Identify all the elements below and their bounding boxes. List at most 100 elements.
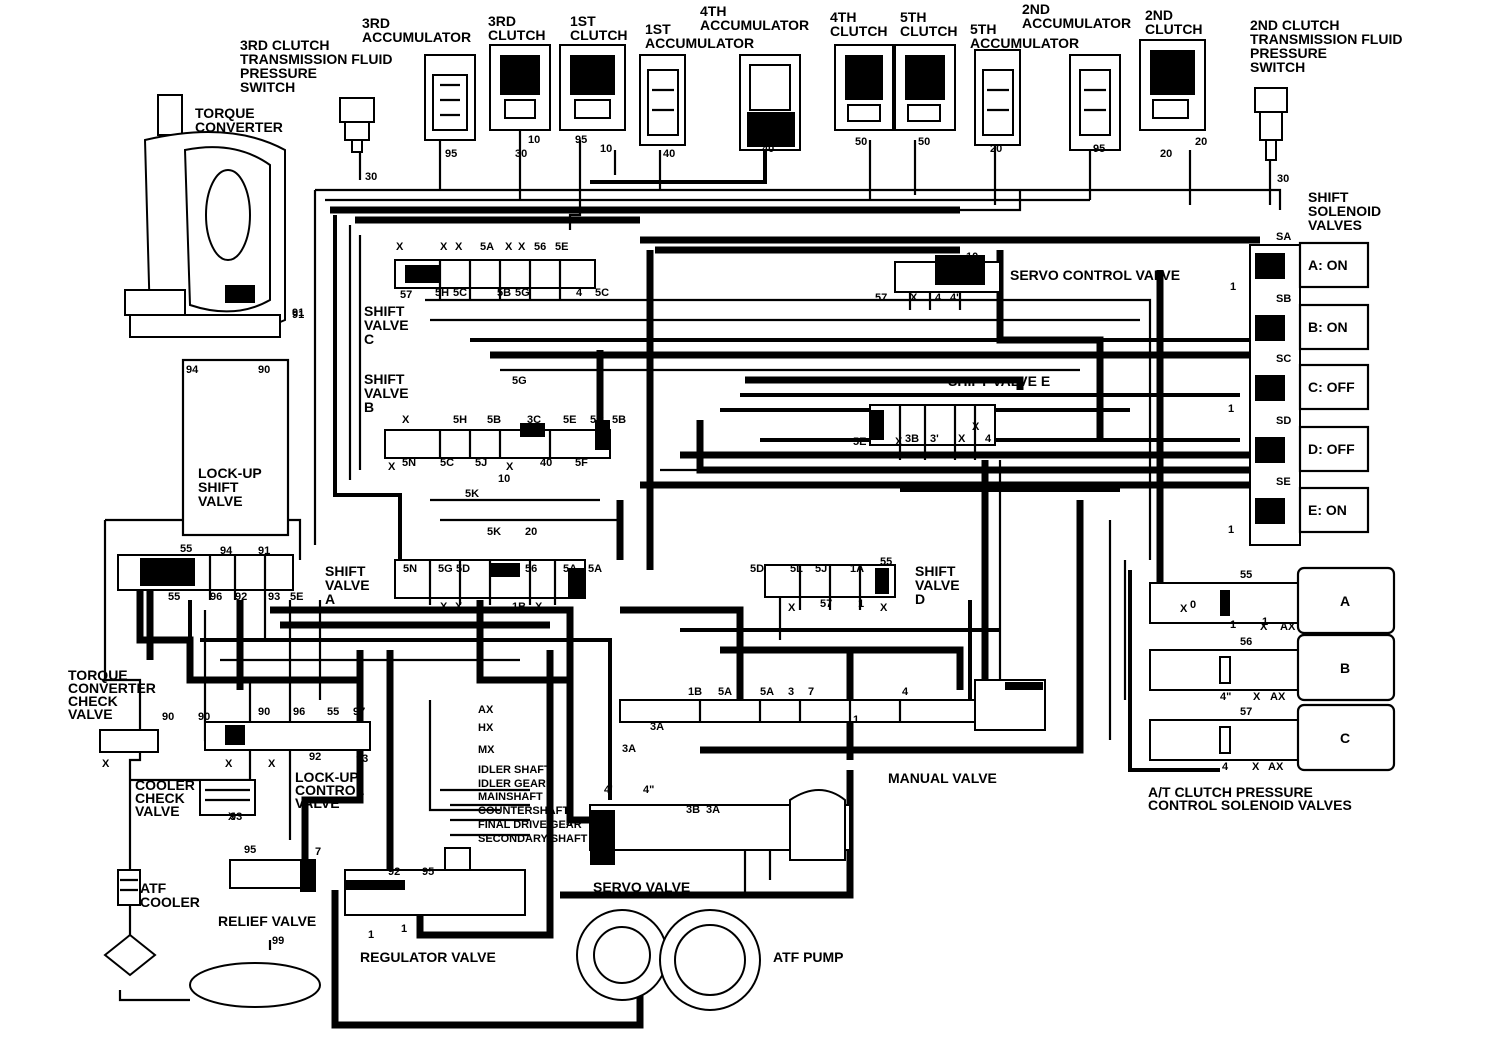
port-number: 1A xyxy=(850,563,864,575)
port-number: 5C xyxy=(453,287,467,299)
port-number: 5G xyxy=(512,375,527,387)
label-servo-control-valve: SERVO CONTROL VALVE xyxy=(1010,267,1180,283)
port-number: 5A xyxy=(588,563,602,575)
port-number: 5E xyxy=(290,591,303,603)
second-clutch-icon xyxy=(1139,39,1206,131)
shift-solenoid-port: SB xyxy=(1276,293,1291,305)
port-number: 1 xyxy=(1228,403,1234,415)
port-number: 56 xyxy=(525,563,537,575)
port-number: 3A xyxy=(706,804,720,816)
port-number: 95 xyxy=(244,844,256,856)
manual-valve-body xyxy=(619,679,1046,731)
port-number: 91 xyxy=(292,307,304,319)
port-number: 30 xyxy=(515,148,527,160)
port-number: X xyxy=(880,602,888,614)
port-number: X xyxy=(1252,761,1260,773)
shift-valve-b-body xyxy=(384,420,611,459)
port-number: 10 xyxy=(600,143,612,155)
label-line: CONVERTER xyxy=(68,680,156,696)
label-line: 3RD xyxy=(362,15,390,31)
port-number: 90 xyxy=(198,711,210,723)
port-number: X xyxy=(972,421,980,433)
port-number: 1 xyxy=(1230,619,1236,631)
label-line: CLUTCH xyxy=(900,23,958,39)
port-number: 94 xyxy=(220,545,233,557)
label-line: CLUTCH xyxy=(570,27,628,43)
port-number: 90 xyxy=(258,706,270,718)
label-line: 5TH xyxy=(900,9,926,25)
port-number: 10 xyxy=(498,473,510,485)
clutch-solenoid-c-box xyxy=(1296,703,1396,772)
shift-valve-c-body xyxy=(394,259,596,300)
port-number: X xyxy=(396,241,404,253)
label-line: SHIFT xyxy=(364,303,405,319)
port-number: 1 xyxy=(858,598,864,610)
port-number: 96 xyxy=(293,706,305,718)
port-number: 5C xyxy=(440,457,454,469)
port-number: 5E xyxy=(853,436,866,448)
port-number: 4 xyxy=(576,287,583,299)
shift-valve-a-body xyxy=(394,559,586,605)
port-number: 30 xyxy=(365,171,377,183)
regulator-legend-item: MAINSHAFT xyxy=(478,791,543,803)
port-number: 95 xyxy=(445,148,457,160)
port-number: 5J xyxy=(815,563,827,575)
fifth-accumulator-icon xyxy=(974,49,1021,146)
port-number: 7 xyxy=(146,591,152,603)
label-line: SHIFT xyxy=(915,563,956,579)
label-line: 3RD xyxy=(488,13,516,29)
label-line: VALVE xyxy=(325,577,370,593)
regulator-legend-item: FINAL DRIVE GEAR xyxy=(478,819,582,831)
label-line: 1ST xyxy=(645,21,671,37)
label-line: 2ND xyxy=(1145,7,1173,23)
label-shift-valve-e: SHIFT VALVE E xyxy=(948,373,1050,389)
label-line: 4TH xyxy=(700,3,726,19)
port-number: 20 xyxy=(990,143,1002,155)
port-number: 3C xyxy=(527,414,541,426)
port-number: 1B xyxy=(512,601,526,613)
third-clutch-icon xyxy=(489,44,551,131)
shift-valve-d-body xyxy=(764,564,896,610)
port-number: X xyxy=(895,436,903,448)
port-number: 20 xyxy=(1160,148,1172,160)
label-line: CHECK xyxy=(68,693,118,709)
port-number: 95 xyxy=(422,866,434,878)
label-line: ACCUMULATOR xyxy=(700,17,809,33)
port-number: 55 xyxy=(327,706,339,718)
port-number: 5D xyxy=(750,563,764,575)
port-number: 55 xyxy=(180,543,192,555)
port-number: 5H xyxy=(453,414,467,426)
solenoid-coil-icon xyxy=(1255,498,1285,524)
port-number: 5A xyxy=(563,563,577,575)
port-number: 1 xyxy=(1230,281,1236,293)
label-line: SOLENOID xyxy=(1308,203,1381,219)
first-accumulator-icon xyxy=(639,54,686,146)
label-line: COOLER xyxy=(135,777,195,793)
port-number: 5B xyxy=(497,287,511,299)
port-number: 50 xyxy=(918,136,930,148)
relief-valve-body xyxy=(229,859,316,892)
port-number: 1 xyxy=(1262,616,1268,628)
regulator-legend-item: AX xyxy=(478,704,494,716)
label-line: 3RD CLUTCH xyxy=(240,37,329,53)
port-number: 96 xyxy=(210,591,222,603)
label-line: VALVE xyxy=(295,795,340,811)
atf-cooler-icon xyxy=(103,869,321,1008)
port-number: 56 xyxy=(534,241,546,253)
port-number: 99 xyxy=(272,935,284,947)
port-number: 4' xyxy=(950,292,959,304)
port-number: 91 xyxy=(292,309,304,321)
